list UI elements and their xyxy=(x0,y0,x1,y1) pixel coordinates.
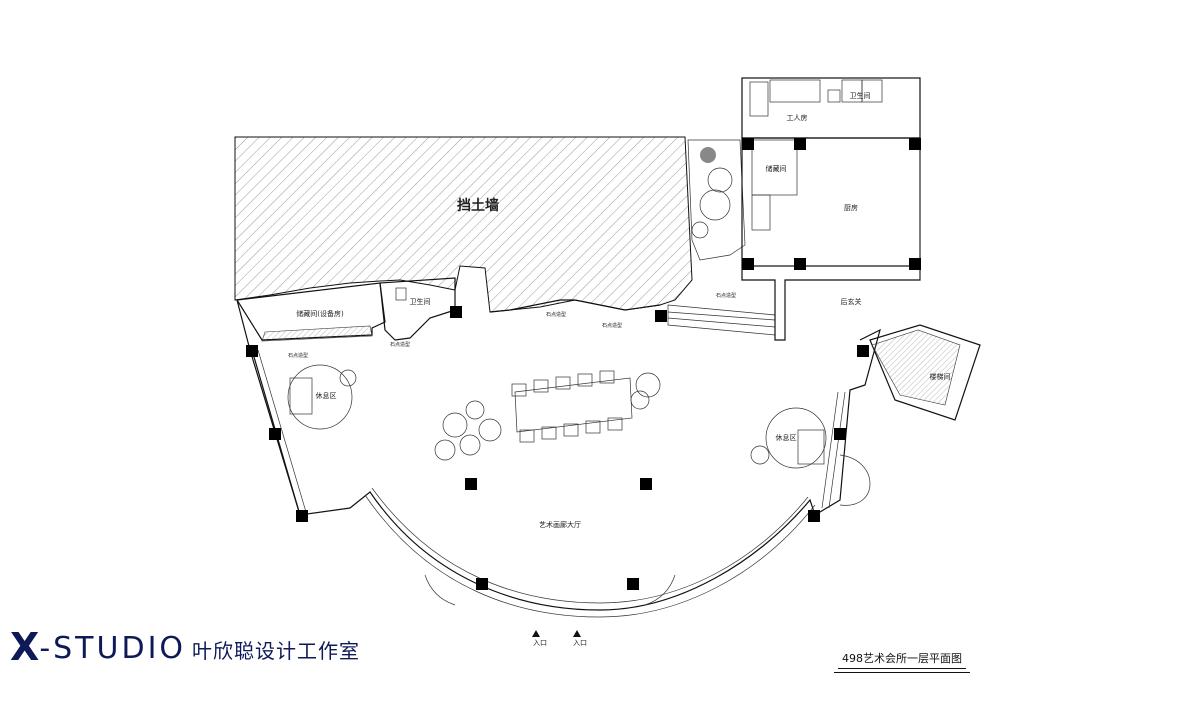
steps xyxy=(667,304,776,336)
label-shape-5: 石点造型 xyxy=(716,292,736,299)
label-lounge-right: 休息区 xyxy=(776,433,797,442)
label-lounge-left: 休息区 xyxy=(316,391,337,400)
right-glass-wall-inner xyxy=(828,391,846,509)
restroom-fixture xyxy=(395,287,407,301)
storage-hatch xyxy=(261,325,373,342)
lounge-right-sofa xyxy=(797,429,825,465)
restroom-left-outline xyxy=(379,277,456,341)
label-retaining-wall: 挡土墙 xyxy=(457,197,499,214)
logo-name: -STUDIO xyxy=(39,631,187,666)
label-shape-1: 石点造型 xyxy=(288,352,308,359)
main-hall-outline xyxy=(236,299,881,611)
lounge-left-sofa xyxy=(289,377,313,415)
kitchen-block xyxy=(741,137,921,267)
decorative-tree xyxy=(434,372,661,461)
entrance-arrow-right xyxy=(573,630,581,637)
drawing-title: 498艺术会所一层平面图 xyxy=(834,650,970,673)
entrance-arrow-left xyxy=(532,630,540,637)
curved-facade xyxy=(364,494,816,618)
garden-rock xyxy=(700,147,716,163)
label-kitchen: 厨房 xyxy=(844,203,858,212)
staff-block xyxy=(741,77,921,139)
back-hall-wall xyxy=(741,266,921,341)
logo-mark: X xyxy=(10,625,40,669)
label-entrance-left: 入口 xyxy=(533,639,547,647)
entrance-door-left xyxy=(424,574,456,606)
label-shape-4: 石点造型 xyxy=(602,322,622,329)
studio-logo: X -STUDIO 叶欣聪设计工作室 xyxy=(10,628,360,666)
entrance-door-right xyxy=(644,574,676,606)
label-shape-2: 石点造型 xyxy=(390,341,410,348)
lounge-left-rug xyxy=(287,364,353,430)
garden-area xyxy=(687,139,746,261)
logo-chinese-name: 叶欣聪设计工作室 xyxy=(192,639,361,663)
label-storage-equipment: 储藏间(设备房) xyxy=(296,309,344,318)
garden-tree xyxy=(699,189,731,221)
curved-facade-inner xyxy=(371,487,809,604)
storage-room-box xyxy=(751,139,798,196)
label-entrance-right: 入口 xyxy=(573,639,587,647)
label-storage-room: 储藏间 xyxy=(766,164,787,173)
chairs xyxy=(511,370,623,443)
stair-treads xyxy=(871,329,961,406)
label-shape-3: 石点造型 xyxy=(546,311,566,318)
label-back-hall: 后玄关 xyxy=(841,297,862,306)
label-restroom-top: 卫生间 xyxy=(850,91,871,100)
columns xyxy=(246,138,921,590)
left-glass-inner xyxy=(257,349,307,513)
right-door-arc xyxy=(839,454,871,506)
lounge-right-rug xyxy=(765,407,827,469)
label-main-hall: 艺术画廊大厅 xyxy=(539,520,581,529)
inner-wall-curve xyxy=(489,299,661,313)
label-stairwell: 楼梯间 xyxy=(930,372,951,381)
right-glass-wall xyxy=(821,391,839,509)
stairwell-outline xyxy=(869,324,981,421)
label-staff-room: 工人房 xyxy=(787,113,808,122)
retaining-wall-area xyxy=(234,136,693,313)
label-restroom-left: 卫生间 xyxy=(410,297,431,306)
